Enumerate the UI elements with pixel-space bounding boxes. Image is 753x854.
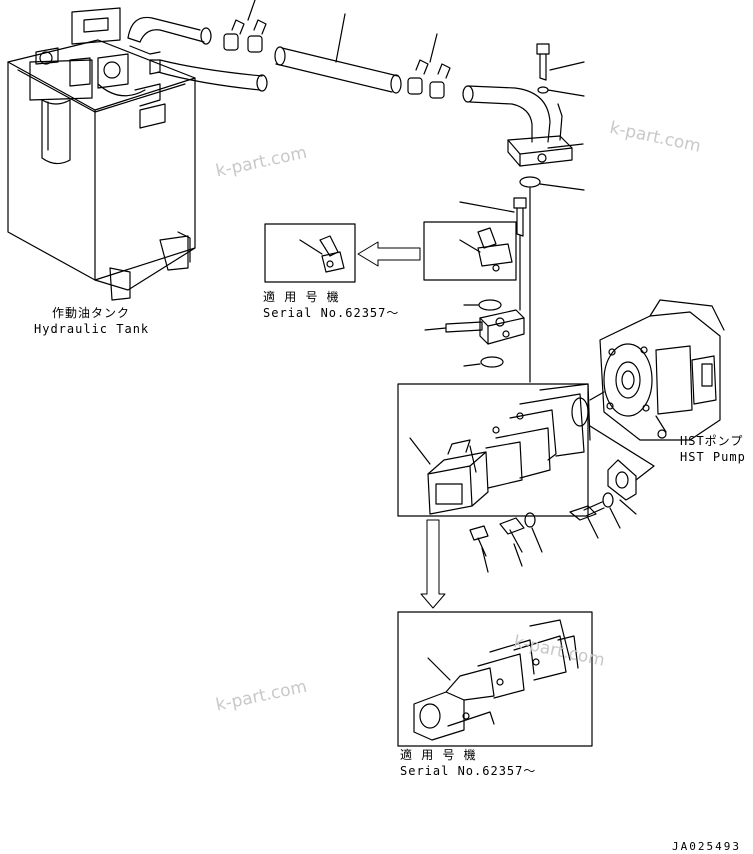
- box-old-joint: [424, 222, 516, 280]
- document-code: JA025493: [672, 840, 741, 853]
- hose-clamps-left: [224, 0, 266, 52]
- hose-clamps-right: [408, 34, 450, 98]
- washer-right: [603, 493, 620, 528]
- bolt-mid: [460, 198, 526, 310]
- hst-pump-label-en: HST Pump: [680, 450, 746, 464]
- bolt-top: [537, 44, 584, 80]
- hydraulic-tank-label-jp: 作動油タンク: [52, 306, 131, 320]
- seal-1: [464, 300, 501, 310]
- washer-top: [538, 87, 584, 96]
- arrow-left: [358, 242, 420, 266]
- elbow-pipe: [463, 86, 583, 166]
- serial-top-label-jp: 適 用 号 機: [263, 290, 340, 304]
- new-pump-box: [398, 612, 592, 746]
- bolt-right: [570, 502, 604, 538]
- hydraulic-tank-label-en: Hydraulic Tank: [34, 322, 150, 336]
- hst-pump: [590, 300, 724, 480]
- hydraulic-tank: [8, 8, 267, 300]
- serial-bottom-label-jp: 適 用 号 機: [400, 748, 477, 762]
- bolt-left-2: [470, 526, 488, 572]
- gasket: [608, 460, 636, 514]
- arrow-down: [421, 520, 445, 608]
- box-new-joint: [265, 224, 355, 282]
- gear-pump-box: [398, 384, 590, 516]
- seal-2: [464, 357, 503, 367]
- bolt-left-1: [500, 518, 524, 566]
- o-ring: [520, 177, 584, 382]
- serial-bottom-label-en: Serial No.62357～: [400, 764, 537, 778]
- joint-block: [425, 310, 524, 344]
- serial-top-label-en: Serial No.62357～: [263, 306, 400, 320]
- washer-left: [525, 513, 542, 552]
- hst-pump-label-jp: HSTポンプ: [680, 434, 744, 448]
- hose: [275, 14, 401, 93]
